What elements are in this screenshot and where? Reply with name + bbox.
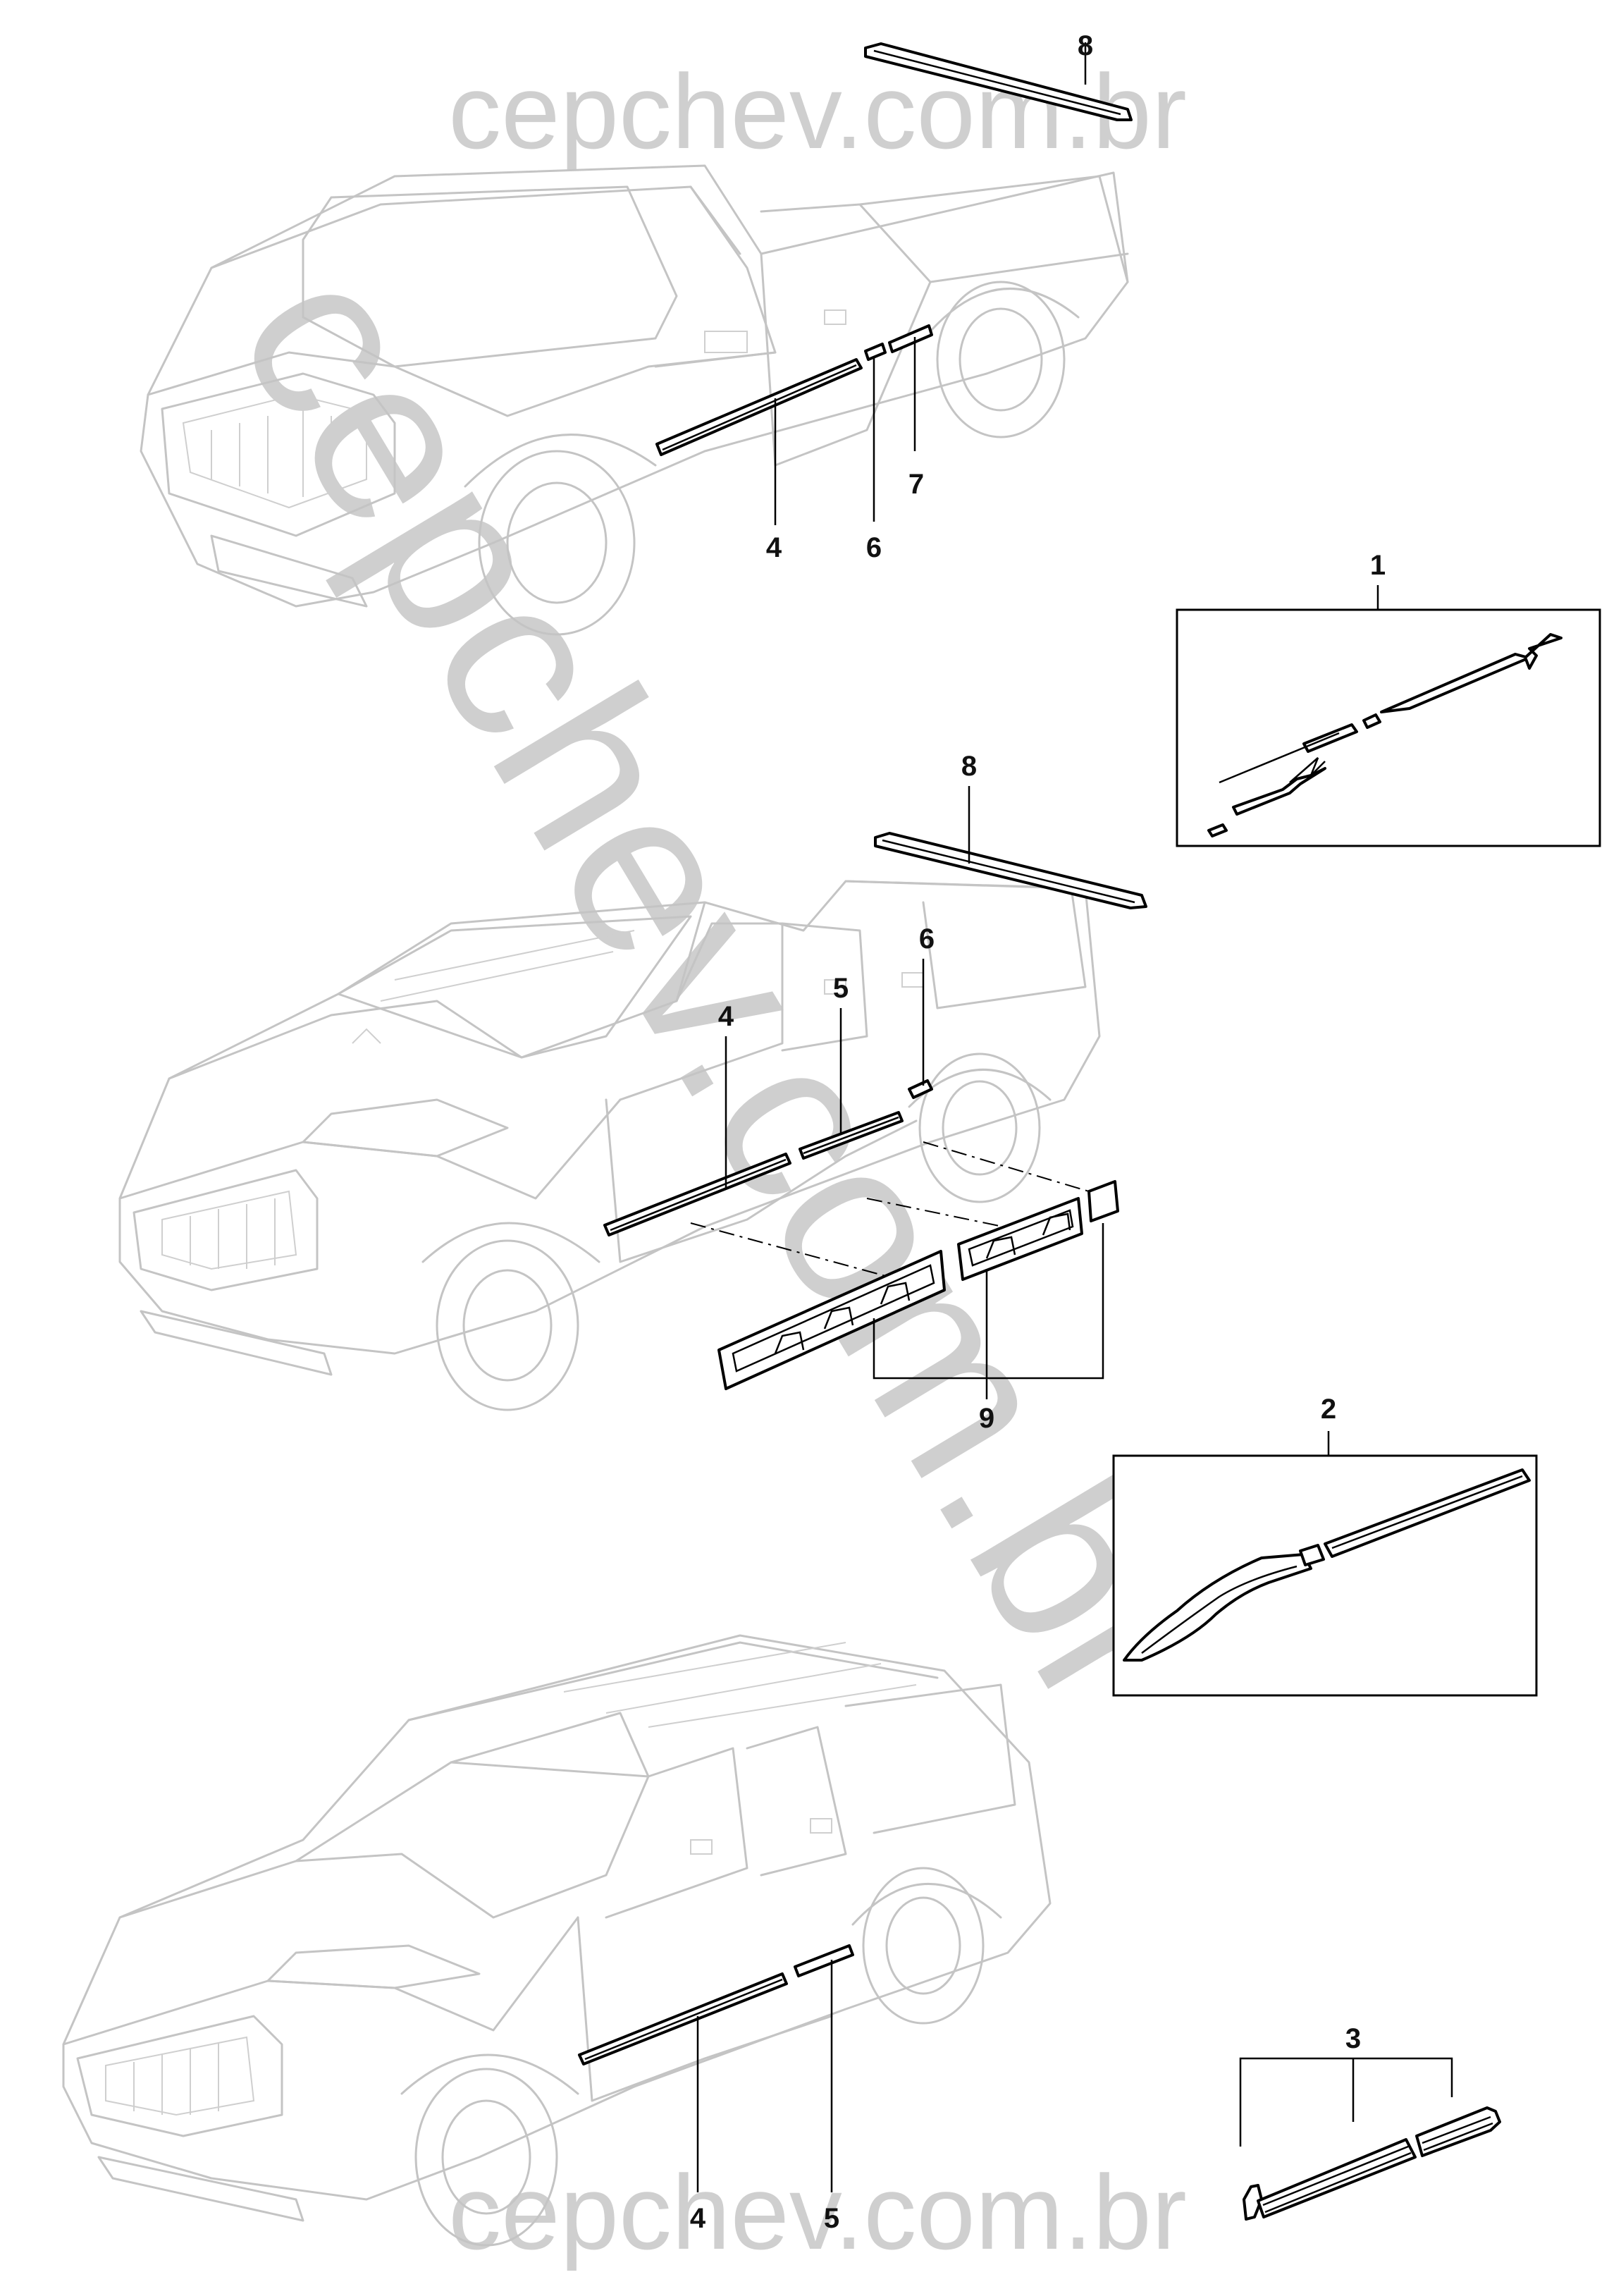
callout-7: 7 bbox=[908, 469, 924, 500]
pickup-crew-cab bbox=[118, 880, 1101, 1411]
vehicle1-trim-parts bbox=[655, 42, 1133, 525]
callout-4-top: 4 bbox=[766, 532, 782, 563]
decal-9-small bbox=[1087, 1180, 1119, 1222]
stripe-decal-1-lower bbox=[1232, 767, 1326, 816]
stripe-decal-1-upper bbox=[1380, 633, 1563, 713]
callout-2: 2 bbox=[1321, 1394, 1336, 1425]
rear-molding-7-top bbox=[888, 324, 933, 353]
small-molding-6-mid bbox=[908, 1079, 933, 1099]
molding-3-rear bbox=[1415, 2106, 1501, 2157]
detail-box-1 bbox=[1176, 585, 1601, 847]
callout-4-low: 4 bbox=[690, 2203, 706, 2234]
suv-blazer bbox=[62, 1634, 1052, 2247]
vehicle3-trim-parts bbox=[578, 1944, 854, 2192]
callout-6-top: 6 bbox=[866, 532, 882, 563]
callout-5-low: 5 bbox=[824, 2203, 839, 2234]
watermark-bottom: cepchev.com.br bbox=[448, 2153, 1187, 2271]
pickup-single-cab bbox=[140, 164, 1129, 636]
stripe-decal-1-mid bbox=[1302, 723, 1358, 753]
small-molding-6-top bbox=[864, 343, 887, 361]
vehicle2-trim-parts bbox=[603, 786, 1147, 1399]
callout-6-mid: 6 bbox=[919, 923, 935, 954]
watermark-diagonal: cepchev.com.br bbox=[189, 223, 1250, 1750]
bed-rail-molding-8-mid bbox=[874, 832, 1147, 909]
callout-3: 3 bbox=[1345, 2023, 1361, 2054]
bed-rail-molding-8-top bbox=[864, 42, 1133, 121]
detail-box-2 bbox=[1112, 1431, 1538, 1697]
callout-5-mid: 5 bbox=[833, 973, 849, 1004]
rear-door-molding-5-low bbox=[794, 1944, 854, 1977]
watermark-top: cepchev.com.br bbox=[448, 52, 1187, 171]
callout-1: 1 bbox=[1370, 550, 1386, 581]
callout-9: 9 bbox=[979, 1403, 994, 1434]
part-3-molding-set bbox=[1239, 2057, 1501, 2221]
callout-8-top: 8 bbox=[1078, 30, 1093, 61]
callout-4-mid: 4 bbox=[718, 1001, 734, 1032]
callout-8-mid: 8 bbox=[961, 751, 977, 782]
